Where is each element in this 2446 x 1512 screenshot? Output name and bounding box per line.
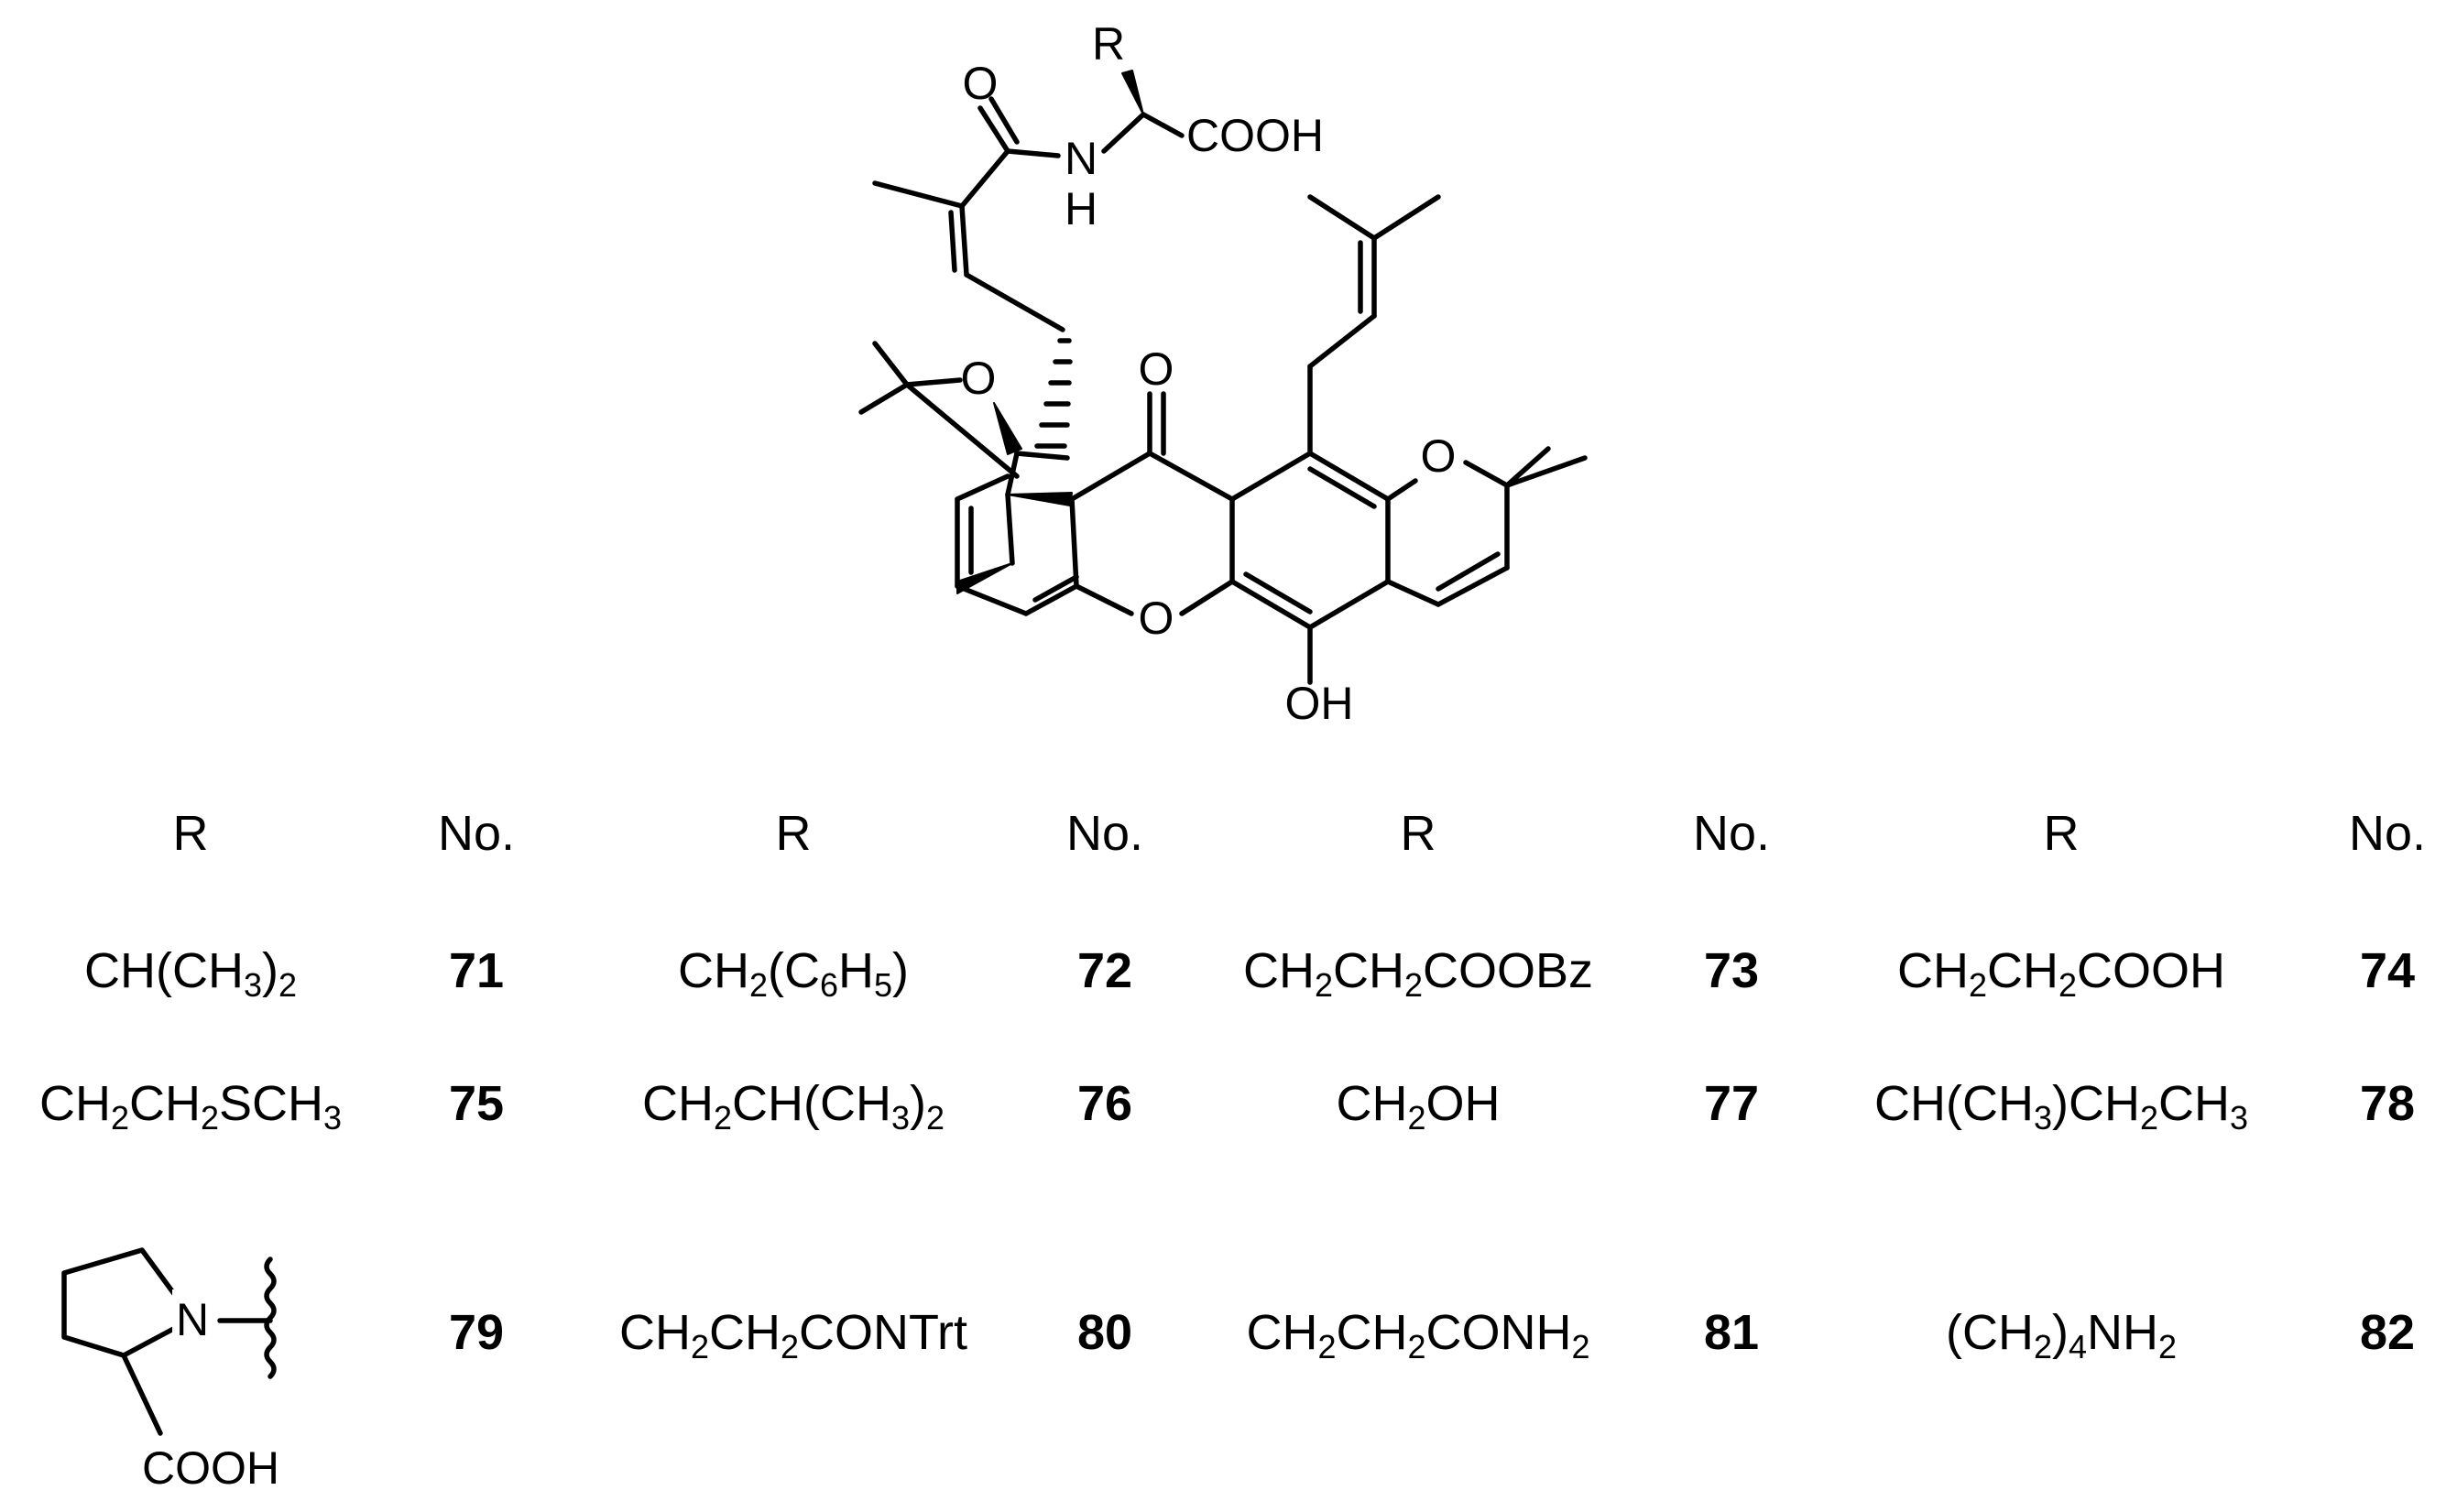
- table-row: CH(CH3)2 71 CH2(C6H5) 72 CH2CH2COOBz 73 …: [0, 934, 2446, 1007]
- hydroxyl-label: OH: [1285, 678, 1354, 729]
- r-formula: CH2CH2CONTrt: [618, 1305, 968, 1365]
- header-r: R: [172, 806, 209, 861]
- bond: [1504, 446, 1551, 488]
- bond: [1307, 466, 1377, 509]
- bond: [1385, 478, 1418, 502]
- bond: [1463, 460, 1510, 488]
- bond: [1307, 451, 1391, 502]
- stereo-wedge: [1121, 70, 1144, 115]
- bond: [1371, 194, 1441, 241]
- bond: [977, 105, 1010, 154]
- chromene-ether-o-label: O: [1421, 430, 1457, 482]
- header-no: No.: [1065, 806, 1144, 861]
- bond: [1179, 579, 1235, 616]
- r-formula: CH2CH2SCH3: [38, 1076, 343, 1137]
- bond: [1307, 313, 1377, 369]
- compound-number: 82: [2359, 1305, 2416, 1360]
- compound-number: 81: [1703, 1305, 1760, 1360]
- r-formula: CH(CH3)CH2CH3: [1873, 1076, 2249, 1137]
- bond: [1014, 451, 1070, 461]
- bond: [1307, 194, 1377, 241]
- compound-number: 75: [448, 1076, 505, 1131]
- bond: [1032, 574, 1079, 603]
- nh-h-label: H: [1065, 183, 1097, 234]
- bond: [959, 148, 1010, 209]
- cage-ether-o-label: O: [961, 353, 997, 404]
- bond: [1385, 579, 1441, 607]
- bond: [872, 180, 965, 209]
- header-no: No.: [437, 806, 516, 861]
- bond: [1005, 492, 1015, 566]
- bond: [1069, 496, 1079, 589]
- bond: [858, 382, 910, 415]
- bond: [1504, 455, 1588, 488]
- xanthone-ether-o-label: O: [1139, 593, 1174, 644]
- r-formula: CH(CH3)2: [83, 943, 298, 1004]
- r-formula: CH2OH: [1336, 1076, 1501, 1137]
- bond: [1436, 565, 1510, 607]
- bond: [872, 341, 910, 387]
- header-r: R: [1400, 806, 1436, 861]
- bond: [1023, 583, 1079, 616]
- compound-number: 72: [1076, 943, 1133, 998]
- r-formula: CH2CH2COOBz: [1242, 943, 1594, 1004]
- r-formula: CH2(C6H5): [677, 943, 910, 1004]
- bond: [1307, 579, 1391, 630]
- bond: [1074, 583, 1134, 616]
- table-row: CH2CH2SCH3 75 CH2CH(CH3)2 76 CH2OH 77 CH…: [0, 1067, 2446, 1140]
- pyrrolidine-ring: [61, 1247, 195, 1358]
- proline-structure: N COOH: [61, 1247, 279, 1494]
- compound-number: 73: [1703, 943, 1760, 998]
- attachment-wavy-bond: [264, 1256, 277, 1379]
- bond: [904, 382, 1020, 479]
- cooh-label: COOH: [1186, 110, 1324, 161]
- nh-n-label: N: [1065, 133, 1097, 184]
- bond: [1243, 571, 1313, 615]
- bond: [1436, 551, 1501, 592]
- bond: [1141, 112, 1185, 138]
- stereo-hash: [1034, 338, 1073, 449]
- r-formula: (CH2)4NH2: [1945, 1305, 2178, 1365]
- bond: [988, 96, 1020, 145]
- compound-number: 77: [1703, 1076, 1760, 1131]
- bond: [1069, 451, 1152, 502]
- r-label: R: [1092, 18, 1125, 70]
- compound-number: 76: [1076, 1076, 1133, 1131]
- compound-number: 71: [448, 943, 505, 998]
- r-formula: CH2CH2COOH: [1896, 943, 2226, 1004]
- bond: [1005, 148, 1061, 158]
- r-formula: CH2CH2CONH2: [1246, 1305, 1590, 1365]
- proline-n-label: N: [176, 1294, 209, 1345]
- compound-number: 79: [448, 1305, 505, 1360]
- bond: [1005, 451, 1020, 497]
- bond: [1147, 451, 1235, 502]
- bond: [955, 473, 1010, 502]
- r-formula: CH2CH(CH3)2: [641, 1076, 945, 1137]
- stereo-wedge: [993, 402, 1022, 455]
- header-no: No.: [2348, 806, 2427, 861]
- table-row: 79 CH2CH2CONTrt 80 CH2CH2CONH2 81 (CH2)4…: [0, 1296, 2446, 1369]
- stereo-wedge: [1007, 492, 1073, 506]
- bond: [959, 203, 969, 277]
- bond: [121, 1353, 163, 1436]
- bond: [964, 272, 1065, 332]
- bond: [955, 583, 1029, 616]
- ketone-o-label: O: [1139, 343, 1174, 395]
- bond: [1229, 451, 1313, 502]
- proline-cooh-label: COOH: [142, 1442, 279, 1494]
- bond: [948, 210, 957, 273]
- header-no: No.: [1692, 806, 1771, 861]
- compound-number: 78: [2359, 1076, 2416, 1131]
- compound-number: 74: [2359, 943, 2416, 998]
- bond: [1229, 579, 1313, 630]
- bond: [1101, 112, 1146, 154]
- gambogic-acid-amide-structure: O N H R COOH O O O: [858, 18, 1588, 729]
- header-r: R: [775, 806, 812, 861]
- header-r: R: [2043, 806, 2080, 861]
- table-header-row: R No. R No. R No. R No.: [0, 797, 2446, 870]
- compound-number: 80: [1076, 1305, 1133, 1360]
- bond: [904, 377, 963, 387]
